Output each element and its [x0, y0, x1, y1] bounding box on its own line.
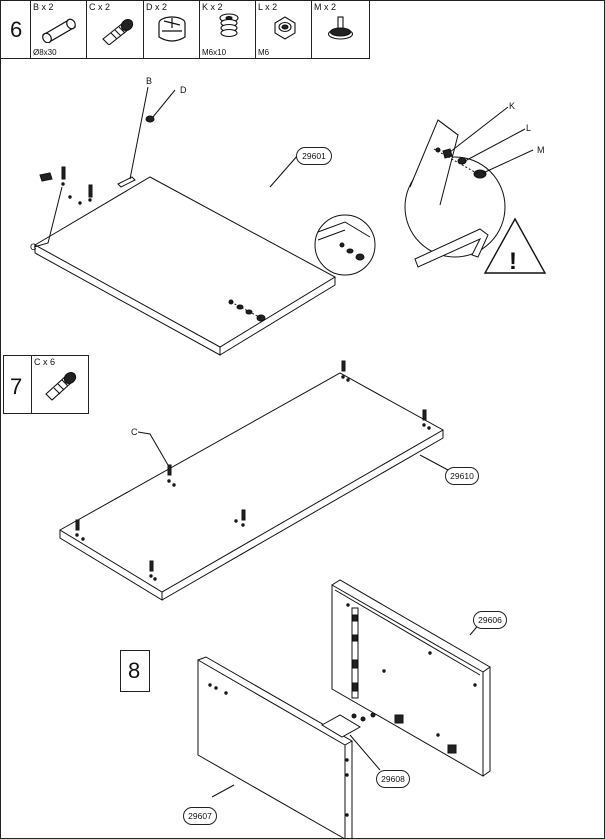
label-c-step7: C: [131, 427, 138, 437]
label-c-step6: C: [30, 242, 37, 252]
shelf-29610-panel: [59, 372, 445, 593]
part-b-size: Ø8x30: [33, 48, 57, 57]
part-c: C x 2: [86, 1, 144, 58]
part-m: M x 2: [311, 1, 369, 58]
dowel-icon: [41, 18, 77, 43]
part-k: K x 2 M6x10: [199, 1, 256, 58]
part-m-qty: M x 2: [314, 2, 337, 12]
step7-number: 7: [10, 374, 23, 399]
threaded-insert-icon: [219, 13, 239, 38]
part-b-qty: B x 2: [33, 2, 54, 12]
part-d-qty: D x 2: [146, 2, 168, 12]
cam-bolt-icon: [45, 372, 77, 401]
part-c-qty: C x 2: [89, 2, 111, 12]
part-b: B x 2 Ø8x30: [30, 1, 87, 58]
panel-id-29610: 29610: [445, 467, 479, 485]
step7-drawing: [59, 360, 449, 601]
part-c-step7-qty: C x 6: [34, 357, 56, 367]
part-k-qty: K x 2: [202, 2, 223, 12]
step6-number: 6: [10, 17, 23, 42]
knob-bolt-icon: [327, 16, 354, 40]
part-d: D x 2: [143, 1, 200, 58]
part-l-size: M6: [258, 48, 270, 57]
step8-number: 8: [128, 658, 141, 683]
step6-drawing: !: [33, 86, 547, 356]
label-k: K: [509, 101, 516, 111]
cam-lock-icon: [158, 16, 186, 42]
panel-id-29601: 29601: [296, 147, 332, 165]
step8-number-box: 8: [120, 650, 150, 692]
panel-29607: [197, 659, 346, 839]
warning-icon: !: [509, 248, 517, 275]
cam-bolt-icon: [102, 19, 134, 45]
panel-id-29606: 29606: [473, 611, 507, 629]
step7-parts-box: 7 C x 6: [3, 355, 89, 414]
hex-nut-icon: [274, 16, 296, 40]
part-c-step7: C x 6: [31, 356, 88, 413]
label-b: B: [146, 76, 153, 86]
label-l: L: [526, 123, 532, 133]
part-k-size: M6x10: [202, 48, 227, 57]
label-d: D: [180, 85, 187, 95]
bracket-29608: [321, 714, 361, 738]
part-l: L x 2 M6: [255, 1, 312, 58]
label-m: M: [537, 145, 545, 155]
panel-id-29607: 29607: [183, 807, 217, 825]
step6-parts-box: 6 B x 2 Ø8x30 C x 2 D x 2: [0, 0, 370, 59]
step8-drawing: [197, 579, 491, 839]
panel-id-29608: 29608: [376, 770, 410, 788]
part-l-qty: L x 2: [258, 2, 278, 12]
